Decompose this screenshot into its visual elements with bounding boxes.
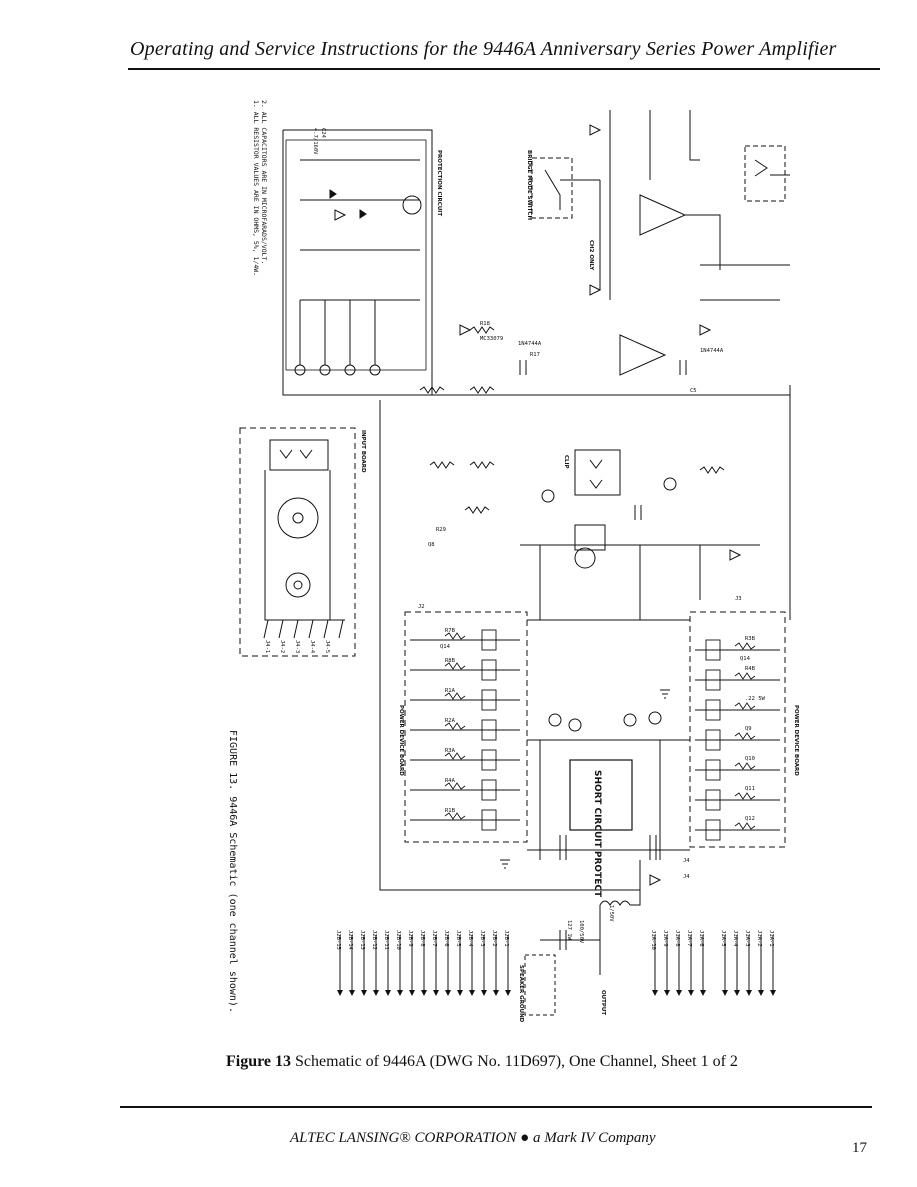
note-2: 2. ALL CAPACITORS ARE IN MICROFARADS/VOL… (260, 100, 268, 264)
terminal-right: J1A-9 (662, 930, 668, 947)
output-label: OUTPUT (600, 990, 606, 1015)
terminal-left: J2B-9 (407, 930, 413, 947)
label-127-1w: MC33079 (480, 336, 503, 342)
label-r32: 127 1W (566, 920, 572, 941)
terminal-left: J2B-7 (431, 930, 437, 947)
terminal-left: J2B-13 (359, 930, 365, 950)
terminal-left: J2B-4 (467, 930, 473, 947)
label-r1a-val: Q14 (740, 656, 751, 662)
terminal-left: J2B-14 (347, 930, 353, 951)
label-r1b: Q10 (745, 756, 755, 762)
terminal-right: J1A-10 (650, 930, 656, 950)
label-r7b: R1B (445, 808, 456, 814)
clip-label: CLIP (563, 455, 569, 469)
label-r17: R17 (530, 352, 540, 358)
label-r7a: R1A (445, 688, 456, 694)
input-terminal: J4-1 (264, 640, 270, 653)
page-header: Operating and Service Instructions for t… (130, 38, 837, 60)
label-j2b-1: J2 (418, 604, 425, 610)
label-r4a: Q9 (745, 726, 752, 732)
terminal-left: J2B-5 (455, 930, 461, 947)
input-terminal: J4-3 (294, 640, 300, 653)
label-c24: C24 (320, 128, 326, 139)
terminal-left: J2B-3 (479, 930, 485, 947)
ch2-only-label: CH2 ONLY (588, 240, 594, 271)
terminal-left: J2B-6 (443, 930, 449, 947)
figure-caption-number: Figure 13 (226, 1053, 292, 1070)
label-j2b-5: J4 (683, 858, 690, 864)
label-r3a: .22 5W (745, 696, 766, 702)
input-terminal: J4-4 (309, 640, 315, 654)
label-r2a: R4B (745, 666, 756, 672)
power-device-board-left-label: POWER DEVICE BOARD (398, 705, 404, 776)
speaker-ground-label: SPEAKER GROUND (518, 965, 524, 1023)
terminal-right: J1A-1 (768, 930, 774, 947)
label-c5: C5 (690, 388, 697, 394)
input-terminal: J4-2 (279, 640, 285, 653)
terminal-right: J1A-7 (686, 930, 692, 947)
label-l1: 1/50V (608, 905, 614, 922)
terminal-right: J1A-8 (674, 930, 680, 947)
header-rule (128, 68, 880, 70)
figure-caption: Figure 13 Schematic of 9446A (DWG No. 11… (226, 1053, 738, 1071)
label-r5a: R7B (445, 628, 456, 634)
terminal-right: J1A-5 (720, 930, 726, 947)
figure-rotated-label: FIGURE 13. 9446A Schematic (one channel … (227, 730, 238, 1013)
label-1n4744a-right: 1N4744A (700, 348, 724, 354)
protection-circuit-label: PROTECTION CIRCUIT (436, 150, 442, 216)
label-r6a: R8B (445, 658, 456, 664)
label-r6b: R4A (445, 778, 456, 784)
label-1n4744a: 1N4744A (518, 341, 542, 347)
label-r18: R18 (480, 321, 490, 327)
label-j2b-5b: J4 (683, 874, 690, 880)
input-board-label: INPUT BOARD (360, 430, 366, 473)
terminal-left: J2B-1 (503, 930, 509, 947)
label-r5b: R3A (445, 748, 456, 754)
terminal-right: J1A-6 (698, 930, 704, 947)
note-1: 1. ALL RESISTOR VALUES ARE IN OHMS, 5%, … (252, 100, 260, 276)
label-j2b-13: J3 (735, 596, 742, 602)
terminal-left: J2B-15 (335, 930, 341, 950)
page-number: 17 (852, 1140, 867, 1156)
power-device-board-right-label: POWER DEVICE BOARD (793, 705, 799, 776)
label-c24-value: 4.7/160V (312, 128, 318, 155)
terminal-right: J1A-3 (744, 930, 750, 947)
label-cr16: R29 (436, 527, 446, 533)
footer-company: ALTEC LANSING® CORPORATION ● a Mark IV C… (290, 1130, 656, 1146)
label-1n4937: Q8 (428, 542, 435, 548)
figure-caption-text: Schematic of 9446A (DWG No. 11D697), One… (295, 1053, 738, 1070)
terminal-left: J2B-10 (395, 930, 401, 950)
label-r8a: R2A (445, 718, 456, 724)
bridge-mode-switch-label: BRIDGE MODE SWITCH (526, 150, 532, 220)
terminal-left: J2B-2 (491, 930, 497, 947)
footer-rule (120, 1106, 872, 1108)
terminal-left: J2B-11 (383, 930, 389, 950)
label-r5a-val: Q14 (440, 644, 451, 650)
terminal-right: J1A-2 (756, 930, 762, 947)
label-r2b: Q11 (745, 786, 755, 792)
label-c22: 100/50V (578, 920, 584, 944)
terminal-left: J2B-12 (371, 930, 377, 950)
label-r3b: Q12 (745, 816, 755, 822)
label-r1a: R3B (745, 636, 756, 642)
short-circuit-protect-label: SHORT CIRCUIT PROTECT (592, 770, 602, 898)
terminal-left: J2B-8 (419, 930, 425, 947)
terminal-right: J1A-4 (732, 930, 738, 947)
input-terminal: J4-5 (324, 640, 330, 653)
